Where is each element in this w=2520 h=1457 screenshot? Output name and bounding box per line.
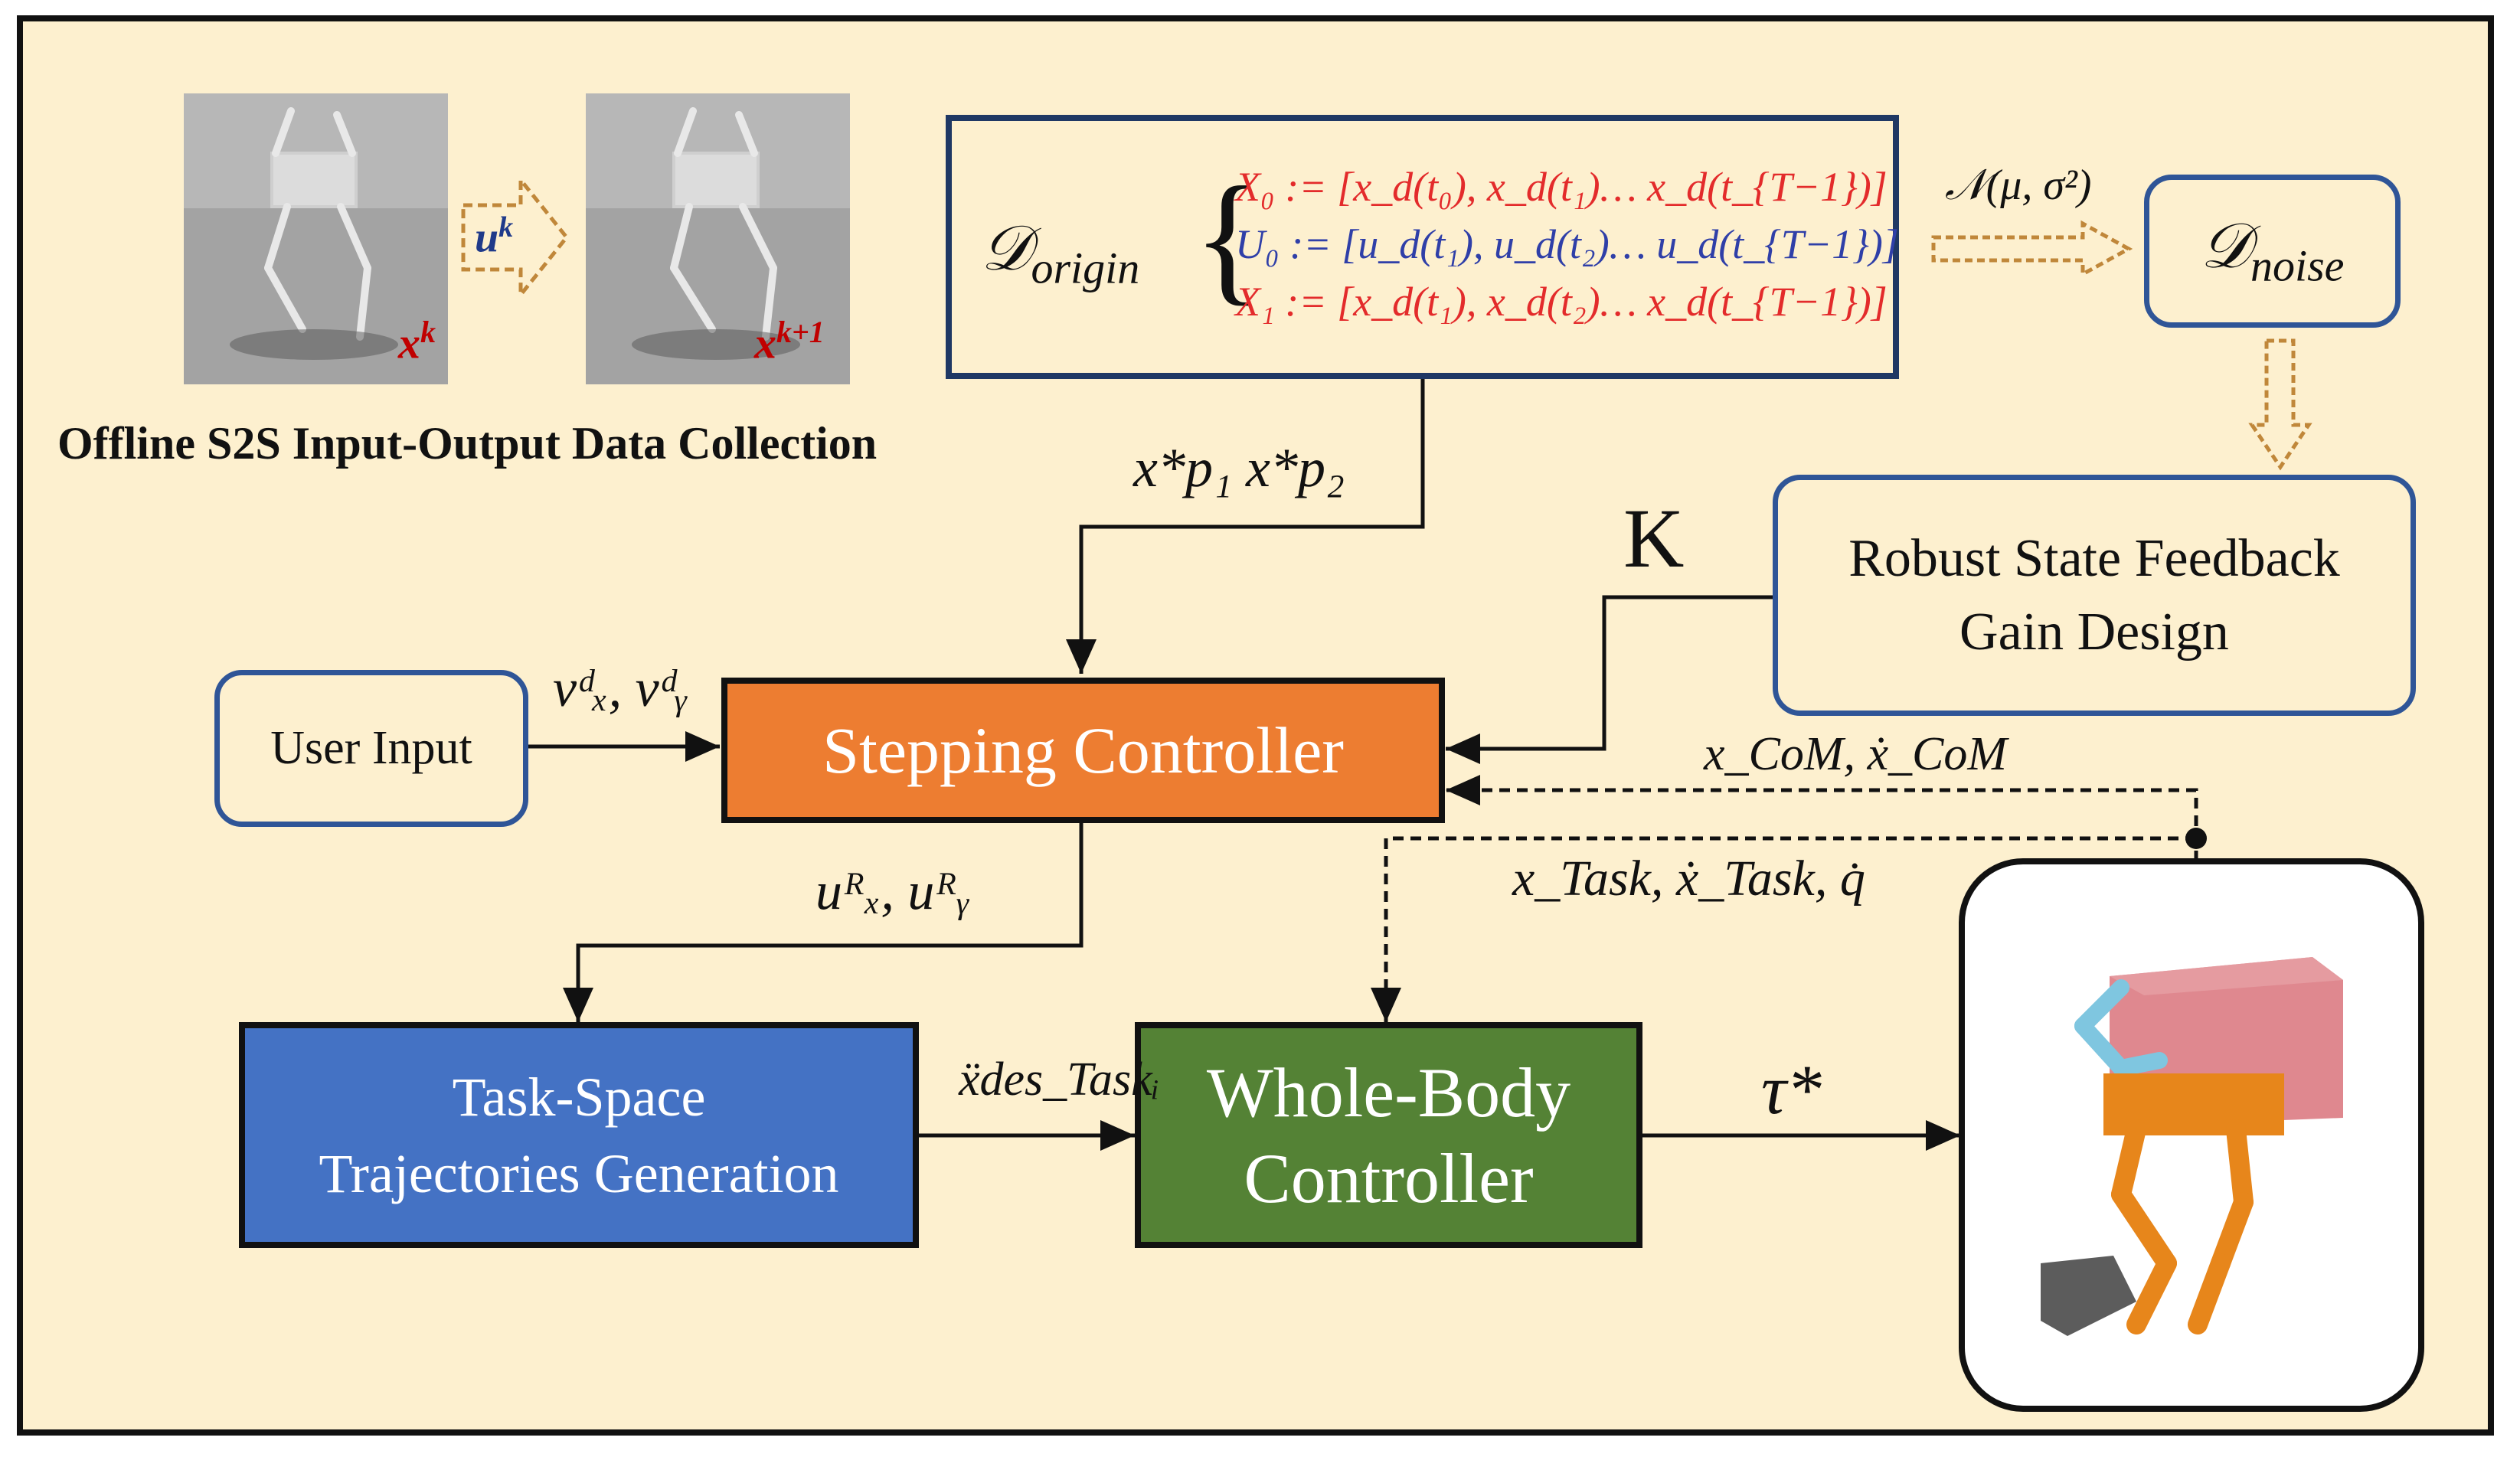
dataset-noise-symbol: 𝒟noise xyxy=(2200,211,2345,291)
dataset-brace: { xyxy=(1193,158,1263,319)
noise-distribution-label: 𝒩(μ, σ²) xyxy=(1945,162,2092,209)
signal-task-state-label: x_Task, ẋ_Task, q̇ xyxy=(1512,851,1865,907)
feedback-junction-dot xyxy=(2185,828,2207,849)
task-state-feedback-arrow xyxy=(1371,836,2196,1022)
task-space-label-line1: Task-Space xyxy=(452,1066,706,1128)
stepping-controller-label: Stepping Controller xyxy=(822,714,1344,787)
humanoid-robot-icon xyxy=(670,107,777,341)
robot-with-box-icon xyxy=(2041,957,2343,1336)
whole-body-controller-box: Whole-Body Controller xyxy=(1135,1022,1642,1248)
signal-com-label: x_CoM, ẋ_CoM xyxy=(1704,728,2008,780)
signal-tau-label: τ* xyxy=(1761,1050,1822,1129)
dataset-origin-box: 𝒟origin { X₀ := [x_d(t₀), x_d(t₁)… x_d(t… xyxy=(946,115,1899,379)
whole-body-label-line1: Whole-Body xyxy=(1206,1053,1571,1132)
robust-gain-label: Robust State Feedback Gain Design xyxy=(1848,528,2340,662)
signal-uR-label: uᴿₓ, uᴿᵧ xyxy=(815,862,970,921)
input-label-uk: uk xyxy=(475,211,514,262)
task-space-label-line2: Trajectories Generation xyxy=(319,1142,839,1204)
dataset-to-stepping-arrow xyxy=(1066,379,1425,674)
stepping-controller-box: Stepping Controller xyxy=(721,678,1445,823)
state-label-xk: xk xyxy=(398,315,436,368)
user-input-label: User Input xyxy=(270,722,472,774)
signal-xp-label: x*p₁ x*p₂ xyxy=(1133,437,1345,498)
noise-to-gain-arrow xyxy=(2248,338,2312,471)
robot-thumbnail-left xyxy=(184,93,448,384)
data-collection-caption: Offline S2S Input-Output Data Collection xyxy=(57,418,878,469)
input-transition-arrow xyxy=(461,174,570,301)
dataset-noise-box: 𝒟noise xyxy=(2144,175,2401,328)
dataset-eq-x1: X₁ := [x_d(t₁), x_d(t₂)… x_d(t_{T−1})] xyxy=(1235,279,1888,325)
whole-body-label-line2: Controller xyxy=(1244,1138,1534,1217)
noise-injection-arrow xyxy=(1931,220,2133,278)
task-space-box: Task-Space Trajectories Generation xyxy=(239,1022,919,1248)
state-label-xk1: xk+1 xyxy=(754,315,825,368)
humanoid-robot-icon xyxy=(264,107,371,341)
robust-gain-box: Robust State Feedback Gain Design xyxy=(1773,475,2416,716)
signal-gain-k-label: K xyxy=(1623,492,1685,585)
dataset-eq-u0: U₀ := [u_d(t₁), u_d(t₂)… u_d(t_{T−1})] xyxy=(1235,221,1899,267)
dataset-origin-symbol: 𝒟origin xyxy=(981,214,1140,293)
signal-vd-label: vᵈₓ, vᵈᵧ xyxy=(553,659,688,718)
stepping-to-taskspace-arrow xyxy=(563,823,1084,1022)
dataset-eq-x0: X₀ := [x_d(t₀), x_d(t₁)… x_d(t_{T−1})] xyxy=(1235,164,1888,210)
gain-to-stepping-arrow xyxy=(1446,595,1773,764)
robot-thumbnail-right xyxy=(586,93,850,384)
signal-xdd-des-label: ẍdes_Taskᵢ xyxy=(959,1054,1160,1106)
user-input-box: User Input xyxy=(214,670,528,827)
